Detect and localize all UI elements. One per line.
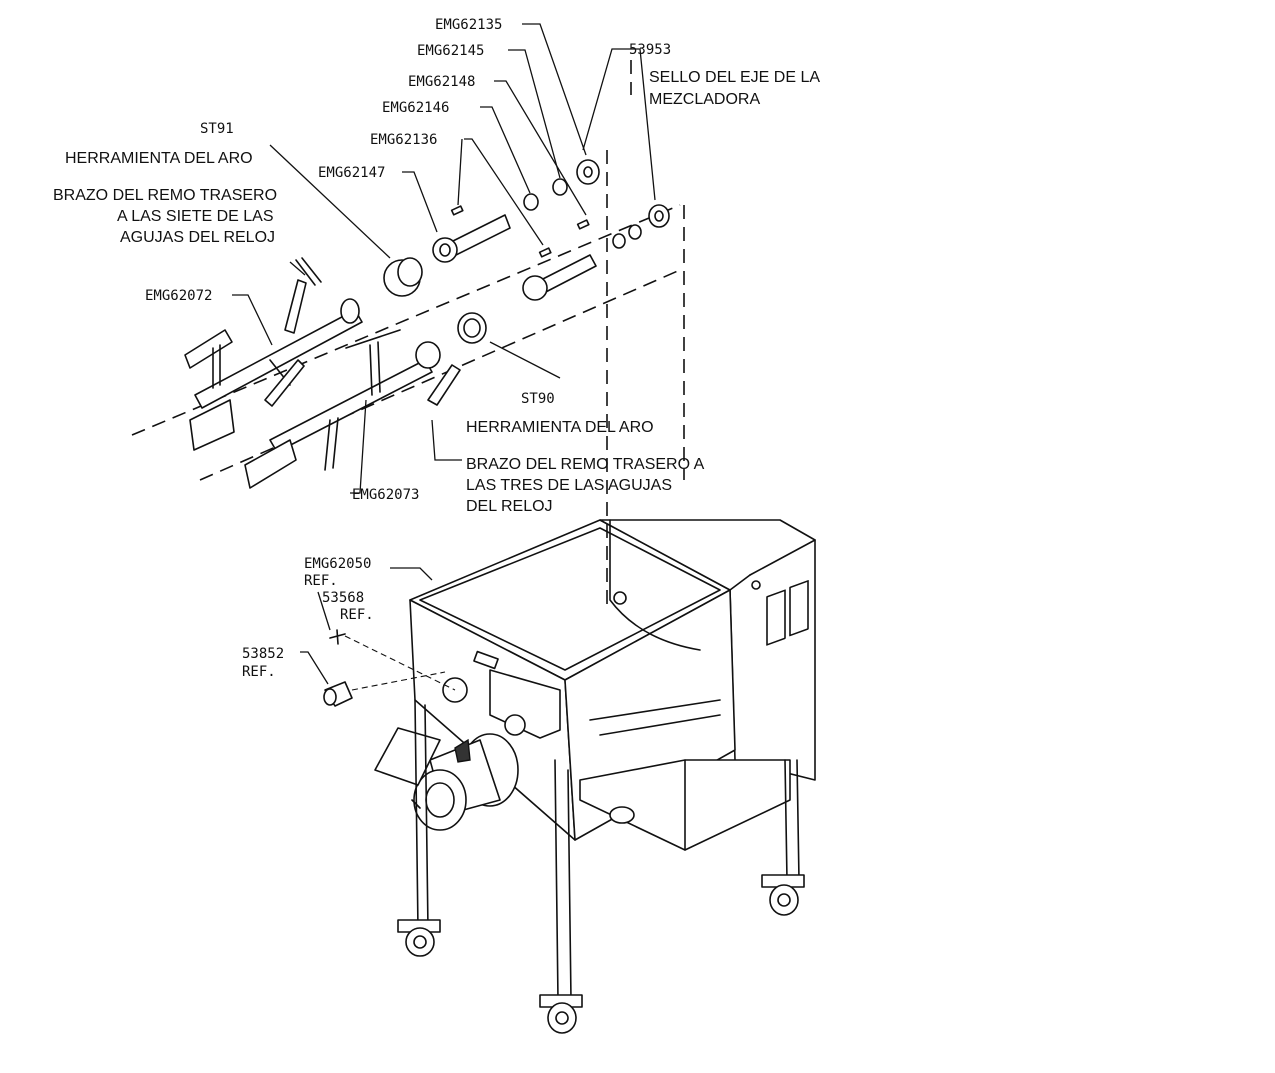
desc-rear-arm-three-l2: LAS TRES DE LAS AGUJAS (466, 477, 672, 494)
mixer-shaft-inside (609, 519, 701, 651)
caster-rear-right (761, 874, 805, 916)
oring-lower-left (612, 233, 626, 249)
label-emg62147: EMG62147 (318, 165, 385, 181)
loose-part-53852 (323, 681, 353, 707)
label-emg62148: EMG62148 (408, 74, 475, 90)
desc-rear-arm-seven-l1: BRAZO DEL REMO TRASERO (53, 187, 277, 204)
paddle-blade-upper (184, 329, 233, 369)
oring-lower-right (628, 224, 642, 240)
desc-rear-arm-seven-l2: A LAS SIETE DE LAS (117, 208, 274, 225)
bearing-lower (522, 275, 548, 301)
desc-ring-tool-bottom: HERRAMIENTA DEL ARO (466, 419, 654, 436)
paddle-arm-right (427, 364, 461, 406)
leg-front-left (414, 699, 419, 931)
desc-ring-tool-top: HERRAMIENTA DEL ARO (65, 150, 253, 167)
shaft-collar-upper (340, 298, 360, 324)
ring-tool-st90 (457, 312, 487, 344)
oring-emg62145 (552, 178, 568, 196)
assembly-path-53568 (344, 635, 456, 691)
lower-paddle-shaft (244, 329, 461, 489)
label-53568: 53568 (322, 590, 364, 606)
label-emg62136: EMG62136 (370, 132, 437, 148)
label-emg62050-ref: REF. (304, 573, 338, 589)
lower-shaft-axis (199, 269, 681, 481)
caster-front-right (539, 994, 583, 1034)
label-53852: 53852 (242, 646, 284, 662)
control-switch-left (766, 589, 786, 646)
label-53852-ref: REF. (242, 664, 276, 680)
drive-port (504, 714, 526, 736)
paddle-blade-bottom (244, 439, 297, 489)
feed-throat (454, 738, 471, 763)
shaft-collar-lower (415, 341, 441, 369)
leader-lines (232, 23, 656, 685)
ring-tool-st91 (383, 257, 423, 297)
pin-right (576, 219, 590, 230)
hopper-opening (419, 527, 721, 671)
label-53568-ref: REF. (340, 607, 374, 623)
label-emg62050: EMG62050 (304, 556, 371, 572)
lower-seal-group (522, 204, 670, 301)
caster-front-left (397, 919, 441, 957)
desc-rear-arm-three-l3: DEL RELOJ (466, 498, 553, 515)
leg-rear-right (784, 759, 788, 881)
label-st90: ST90 (521, 391, 555, 407)
leg-front-right (554, 759, 559, 1001)
label-emg62145: EMG62145 (417, 43, 484, 59)
handle-bracket (473, 650, 499, 670)
oring-emg62146 (523, 193, 539, 211)
loose-part-53568 (329, 629, 346, 645)
desc-seal-line1: SELLO DEL EJE DE LA (649, 69, 820, 86)
pin-upper (450, 205, 464, 216)
label-emg62146: EMG62146 (382, 100, 449, 116)
pin-lower (538, 247, 552, 258)
mixer-grinder-machine (374, 519, 816, 1034)
desc-rear-arm-seven-l3: AGUJAS DEL RELOJ (120, 229, 275, 246)
label-st91: ST91 (200, 121, 234, 137)
caster-rear-left (609, 806, 635, 824)
upper-paddle-shaft (184, 257, 363, 451)
assembly-path-53852 (351, 671, 446, 691)
label-emg62135: EMG62135 (435, 17, 502, 33)
desc-rear-arm-three-l1: BRAZO DEL REMO TRASERO A (466, 456, 705, 473)
control-switch-right (789, 580, 809, 637)
label-53953: 53953 (629, 42, 671, 58)
upper-seal-group (432, 159, 600, 263)
label-emg62072: EMG62072 (145, 288, 212, 304)
paddle-arm-top (284, 279, 307, 334)
paddle-blade-lower (189, 399, 235, 451)
paddle-arm-mid (264, 359, 305, 407)
desc-seal-line2: MEZCLADORA (649, 91, 760, 108)
feed-tray (374, 727, 441, 786)
label-emg62073: EMG62073 (352, 487, 419, 503)
